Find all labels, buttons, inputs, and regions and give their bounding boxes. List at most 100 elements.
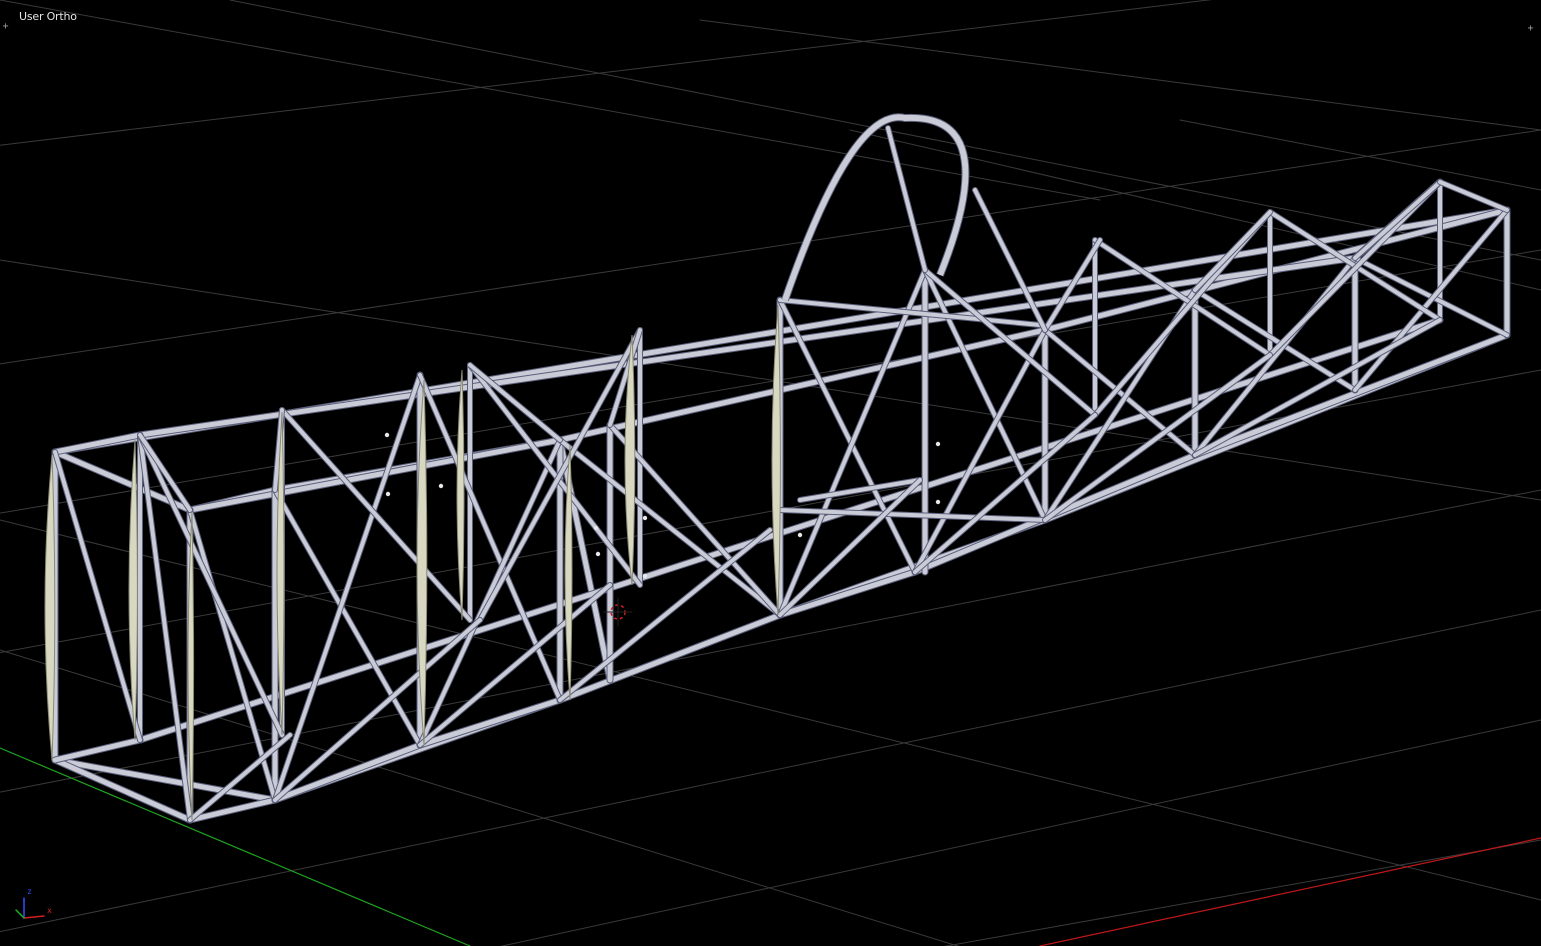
mount-pin <box>595 551 601 557</box>
frame-tube <box>778 508 1047 522</box>
frame-tube <box>418 438 562 747</box>
frame-tube <box>1043 328 1197 457</box>
frame-tube <box>418 583 612 747</box>
frame-tube <box>1193 210 1272 292</box>
frame-tube <box>52 757 278 803</box>
world-x-axis <box>1039 837 1541 946</box>
world-axes <box>0 747 1541 946</box>
grid-line <box>943 839 1541 946</box>
3d-cursor-icon[interactable] <box>603 597 633 627</box>
gizmo-x-axis <box>23 915 45 919</box>
frame-tube <box>273 488 422 747</box>
frame-tube <box>913 413 1097 574</box>
mount-pin <box>642 573 648 579</box>
frame-tube <box>558 438 782 617</box>
bulkhead-former-5 <box>456 369 465 621</box>
grid-line <box>0 129 1541 365</box>
grid-line <box>0 609 1541 933</box>
frame-tube <box>1193 288 1357 392</box>
frame-tube <box>417 697 563 748</box>
mount-pin <box>642 515 648 521</box>
frame-tube <box>558 528 772 702</box>
bulkhead-former-2 <box>187 511 195 821</box>
bulkhead-former-1 <box>128 439 138 741</box>
mount-pin <box>797 532 803 538</box>
grid-line <box>0 519 1541 901</box>
frame-tube <box>886 126 927 272</box>
frame-tube <box>913 328 1047 574</box>
region-split-handle-top-left-icon[interactable]: + <box>2 21 9 32</box>
frame-tube <box>468 363 642 587</box>
frame-tube <box>1353 180 1442 260</box>
mount-pin <box>384 432 390 438</box>
frame-tube <box>1193 318 1442 457</box>
bulkhead-former-4 <box>416 379 428 746</box>
axis-gizmo-icon <box>15 897 45 919</box>
grid-line <box>0 489 1541 793</box>
frame-tube <box>138 433 192 512</box>
bulkhead-former-6 <box>564 444 573 701</box>
frame-tube <box>778 298 917 574</box>
frame-tube <box>1093 238 1272 357</box>
frame-tube <box>778 268 927 617</box>
frame-tube <box>1193 256 1357 457</box>
frame-tube <box>53 450 142 742</box>
grid-line <box>0 0 1101 201</box>
frame-tube <box>1353 208 1509 392</box>
bulkhead-former-7 <box>624 334 636 586</box>
frame-tube <box>778 298 1042 327</box>
grid-line <box>0 0 1213 146</box>
frame-tube <box>973 188 1047 332</box>
frame-tube <box>478 328 642 622</box>
region-split-handle-top-right-icon[interactable]: + <box>1527 23 1534 34</box>
bulkhead-former-8 <box>771 304 781 616</box>
frame-tube <box>273 618 482 802</box>
mount-pin <box>438 483 444 489</box>
frame-tube <box>272 742 423 803</box>
bulkhead-former-3 <box>276 411 285 736</box>
frame-tube <box>52 737 143 763</box>
world-y-axis <box>0 747 471 946</box>
mount-pin <box>385 491 391 497</box>
bulkhead-former-0 <box>44 454 56 761</box>
frame-tube <box>52 449 193 513</box>
frame-tube <box>137 255 1358 438</box>
grid-line <box>0 649 960 946</box>
frame-tube <box>138 433 192 822</box>
grid-line <box>699 19 1541 131</box>
frame-tube <box>188 733 292 822</box>
frame-tube <box>187 797 278 823</box>
gizmo-z-label: z <box>27 887 32 896</box>
frame-tube <box>1192 332 1510 458</box>
frame-tube <box>187 437 563 513</box>
frame-tube <box>138 433 284 737</box>
mount-pin <box>935 441 941 447</box>
grid-line <box>499 719 1541 946</box>
grid-line <box>0 249 1541 514</box>
frame-tube <box>557 612 783 703</box>
frame-tube <box>273 373 422 802</box>
grid-line <box>0 259 1541 501</box>
frame-tube <box>798 478 922 502</box>
frame-tube <box>1043 238 1102 332</box>
frame-tube <box>52 432 143 455</box>
fuselage-truss-frame[interactable] <box>44 113 1511 824</box>
frame-tube <box>778 478 922 617</box>
frame-tube <box>608 328 642 427</box>
view-name-label: User Ortho <box>19 10 77 23</box>
mount-pin <box>593 525 599 531</box>
mount-pin <box>935 499 941 505</box>
frame-tube <box>1043 353 1272 522</box>
roll-bar-arch <box>782 114 969 301</box>
gizmo-x-label: x <box>47 906 52 915</box>
frame-tube <box>188 508 277 802</box>
frame-tube <box>52 757 193 823</box>
frame-tube <box>280 408 472 622</box>
frame-tube <box>1438 180 1509 212</box>
frame-tube <box>608 423 782 617</box>
grid-line <box>1179 119 1541 191</box>
gizmo-y-axis <box>15 909 25 919</box>
